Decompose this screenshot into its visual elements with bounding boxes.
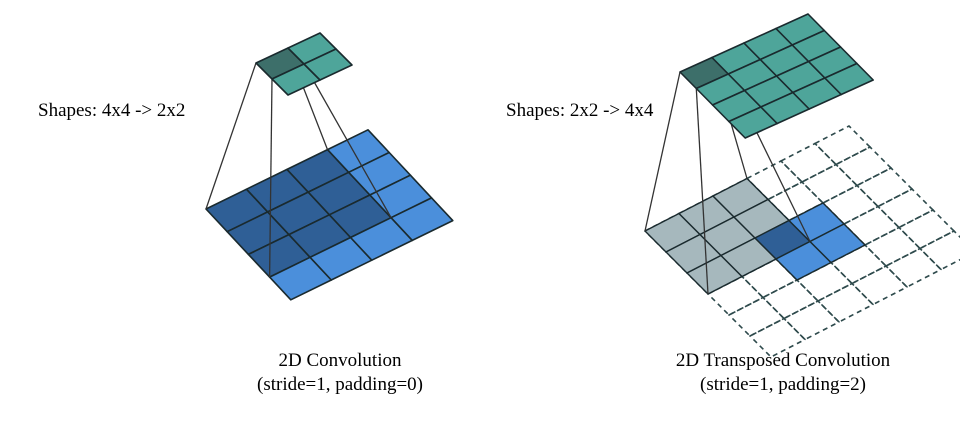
padding-grid-cell [762,279,819,320]
padding-grid-cell [851,265,908,306]
left-shapes-label: Shapes: 4x4 -> 2x2 [38,100,186,121]
conv-output-cell [303,48,353,81]
padding-grid-cell [877,188,934,229]
padding-grid-cell [817,282,874,323]
padding-grid-cell [814,125,871,166]
right-shapes-label: Shapes: 2x2 -> 4x4 [506,100,654,121]
left-params: (stride=1, padding=0) [256,374,424,395]
transposed-output-cell [824,62,875,96]
conv-projection-line [303,63,392,219]
transposed-projection-line [695,88,709,295]
padding-grid-cell [728,296,785,337]
transposed-input-cell [809,223,866,264]
right-params: (stride=1, padding=2) [699,374,867,395]
conv-input-cell [390,197,454,242]
conv-projection-line [205,62,257,210]
padding-grid-cell [885,247,942,288]
padding-grid-cell [783,300,840,341]
transposed-projection-line [644,71,681,232]
padding-grid-cell [780,142,837,183]
padding-grid-cell [898,209,955,250]
padding-grid-cell [919,230,960,271]
padding-grid-cell [835,146,892,187]
left-title: 2D Convolution [278,350,402,371]
padding-grid-cell [864,226,921,267]
padding-grid-cell [801,163,858,204]
right-title: 2D Transposed Convolution [675,350,891,371]
padding-grid-cell [856,167,913,208]
padding-grid-cell [749,317,806,358]
conv-projection-line [268,78,273,278]
